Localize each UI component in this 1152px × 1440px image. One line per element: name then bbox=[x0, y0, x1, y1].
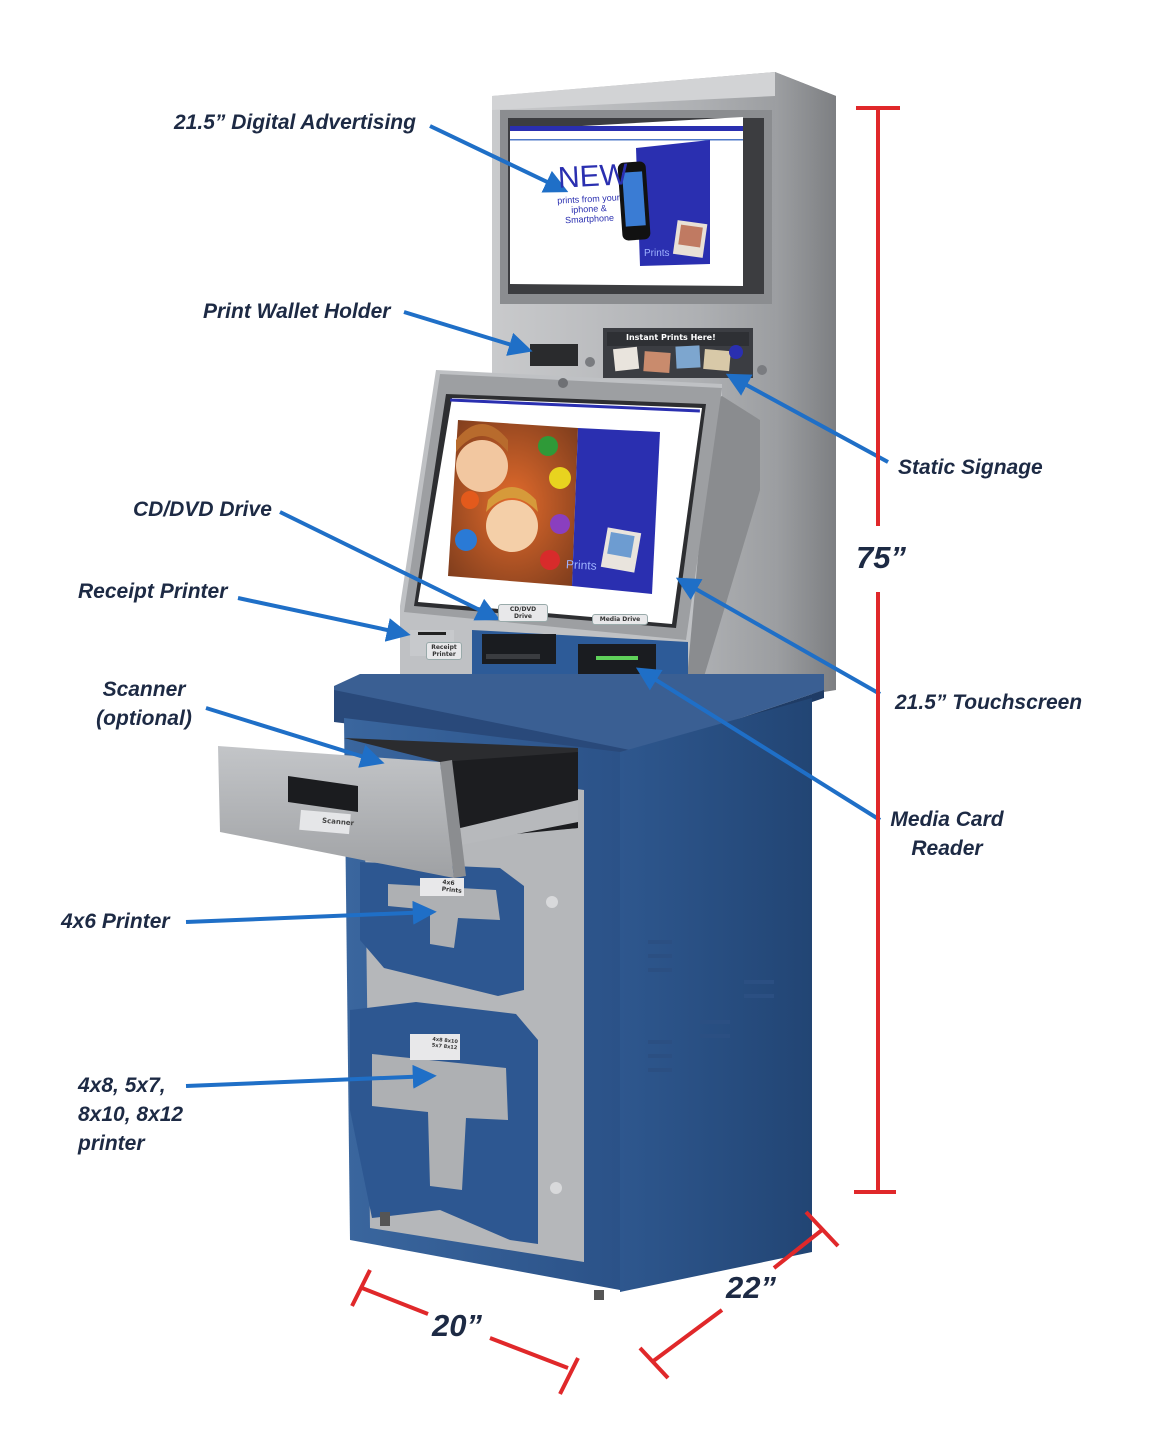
arrow-static-signage bbox=[725, 373, 889, 464]
dimension-width: 20” bbox=[432, 1308, 482, 1343]
ad-headline: NEW bbox=[557, 158, 629, 195]
arrow-digital-advertising bbox=[429, 124, 569, 193]
media-drive-label: Media Drive bbox=[592, 614, 648, 625]
label-scanner: Scanner (optional) bbox=[88, 675, 200, 733]
depth-line-b bbox=[650, 1308, 724, 1364]
width-line-a bbox=[361, 1286, 429, 1316]
ad-subtext: prints from your iphone & Smartphone bbox=[555, 192, 622, 225]
arrow-cd-dvd bbox=[279, 510, 501, 621]
dimension-depth: 22” bbox=[726, 1270, 776, 1305]
width-cap-left bbox=[350, 1269, 372, 1307]
label-print-wallet-holder: Print Wallet Holder bbox=[203, 300, 391, 323]
label-cd-dvd-drive: CD/DVD Drive bbox=[133, 498, 272, 521]
width-line-b bbox=[489, 1336, 569, 1370]
printer-small-label: 4x6 Prints bbox=[441, 878, 463, 895]
signage-title: Instant Prints Here! bbox=[626, 333, 716, 342]
label-receipt-printer: Receipt Printer bbox=[78, 580, 228, 603]
receipt-label: Receipt Printer bbox=[426, 642, 462, 660]
dimension-lines bbox=[350, 106, 900, 1395]
cd-drive-label: CD/DVD Drive bbox=[498, 604, 548, 622]
label-scanner-line1: Scanner bbox=[102, 678, 186, 701]
label-scanner-line2: (optional) bbox=[96, 707, 192, 730]
callout-arrows bbox=[185, 124, 889, 1089]
arrow-scanner bbox=[205, 706, 385, 768]
touchscreen-panel-label: Prints bbox=[565, 557, 598, 573]
label-digital-advertising: 21.5” Digital Advertising bbox=[174, 111, 416, 134]
ad-panel-label: Prints bbox=[644, 248, 670, 259]
arrow-receipt bbox=[237, 596, 411, 642]
label-media-card-line2: Reader bbox=[911, 837, 983, 860]
width-cap-right bbox=[558, 1357, 580, 1395]
label-4x6-printer: 4x6 Printer bbox=[61, 910, 170, 933]
label-media-card-reader: Media Card Reader bbox=[882, 805, 1012, 863]
label-large-printer: 4x8, 5x7, 8x10, 8x12 printer bbox=[78, 1071, 183, 1158]
label-large-printer-line3: printer bbox=[78, 1132, 145, 1155]
label-large-printer-line1: 4x8, 5x7, bbox=[78, 1074, 166, 1097]
depth-line-a bbox=[772, 1228, 824, 1270]
scanner-drawer bbox=[218, 738, 578, 878]
label-media-card-line1: Media Card bbox=[890, 808, 1004, 831]
arrow-print-wallet bbox=[403, 310, 533, 356]
label-touchscreen: 21.5” Touchscreen bbox=[895, 691, 1083, 714]
label-static-signage: Static Signage bbox=[898, 456, 1043, 479]
arrow-touchscreen bbox=[675, 577, 881, 696]
ad-screen bbox=[500, 110, 772, 304]
print-wallet-slot bbox=[530, 344, 578, 366]
arrow-4x6 bbox=[185, 900, 437, 925]
static-signage-panel bbox=[603, 328, 753, 378]
arrow-media-card bbox=[635, 667, 882, 822]
arrow-large-printer bbox=[185, 1064, 437, 1089]
dimension-height: 75” bbox=[856, 540, 906, 575]
depth-cap-top bbox=[804, 1210, 840, 1248]
depth-cap-bottom bbox=[638, 1346, 670, 1380]
label-large-printer-line2: 8x10, 8x12 bbox=[78, 1103, 184, 1126]
lower-cabinet bbox=[334, 674, 824, 1300]
